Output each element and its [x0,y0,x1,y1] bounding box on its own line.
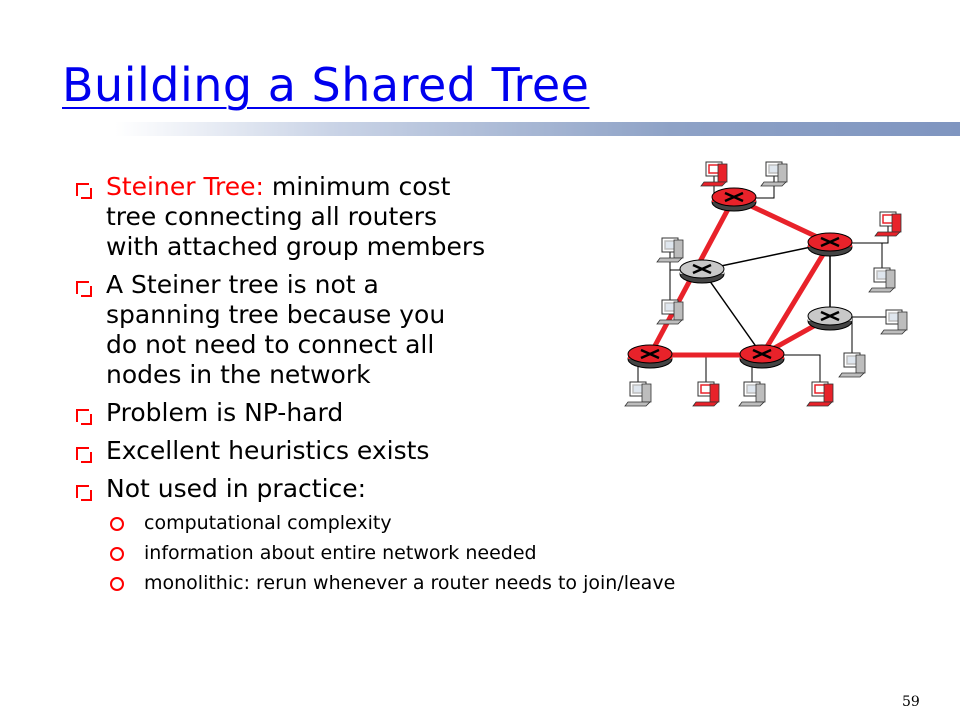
bullet-marker-icon [76,281,92,297]
host-computer-icon [760,161,788,187]
host-computer-icon [838,352,866,378]
sub-bullet-marker-icon [110,547,124,561]
sub-bullet-marker-icon [110,577,124,591]
network-link [701,269,763,356]
bullet-text-line: minimum cost [263,172,451,201]
bullet-text-line: A Steiner tree is not a [106,270,379,299]
bullet-item: Excellent heuristics exists [72,436,952,466]
host-computer-icon [624,381,652,407]
sub-bullet-text: information about entire network needed [144,542,537,564]
bullet-list: Steiner Tree: minimum cost tree connecti… [72,172,952,598]
member-host-icon [874,211,902,237]
tree-router-icon [711,187,757,212]
page-number: 59 [902,694,920,710]
sub-bullet-marker-icon [110,517,124,531]
host-computer-icon [868,267,896,293]
bullet-marker-icon [76,183,92,199]
steiner-tree-network-diagram [624,161,908,407]
host-computer-icon [738,381,766,407]
bullet-item: Problem is NP-hard [72,398,952,428]
bullet-text-line: Not used in practice: [106,474,367,503]
sub-bullet-item: monolithic: rerun whenever a router need… [72,568,952,598]
bullet-text-line: with attached group members [106,232,486,261]
host-computer-icon [656,299,684,325]
bullet-marker-icon [76,447,92,463]
slide-title: Building a Shared Tree [62,58,590,112]
member-host-icon [692,381,720,407]
tree-router-icon [627,344,673,369]
member-host-icon [700,161,728,187]
bullet-lead-term: Steiner Tree: [106,172,264,201]
tree-router-icon [739,344,785,369]
bullet-text-line: do not need to connect all [106,330,435,359]
host-computer-icon [880,309,908,335]
bullet-item: Not used in practice: [72,474,952,504]
sub-bullet-item: computational complexity [72,508,952,538]
bullet-text-line: Problem is NP-hard [106,398,344,427]
bullet-marker-icon [76,485,92,501]
tree-link [759,241,833,357]
bullet-text-line: Excellent heuristics exists [106,436,430,465]
bullet-marker-icon [76,409,92,425]
sub-bullet-item: information about entire network needed [72,538,952,568]
title-divider-bar [0,122,960,136]
sub-bullet-text: computational complexity [144,512,392,534]
router-icon [807,306,853,331]
member-host-icon [806,381,834,407]
tree-router-icon [807,232,853,257]
bullet-item: Steiner Tree: minimum cost tree connecti… [72,172,952,262]
router-icon [679,259,725,284]
bullet-text-line: nodes in the network [106,360,371,389]
sub-bullet-text: monolithic: rerun whenever a router need… [144,572,676,594]
bullet-item: A Steiner tree is not a spanning tree be… [72,270,952,390]
bullet-text-line: spanning tree because you [106,300,446,329]
host-computer-icon [656,237,684,263]
bullet-text-line: tree connecting all routers [106,202,438,231]
